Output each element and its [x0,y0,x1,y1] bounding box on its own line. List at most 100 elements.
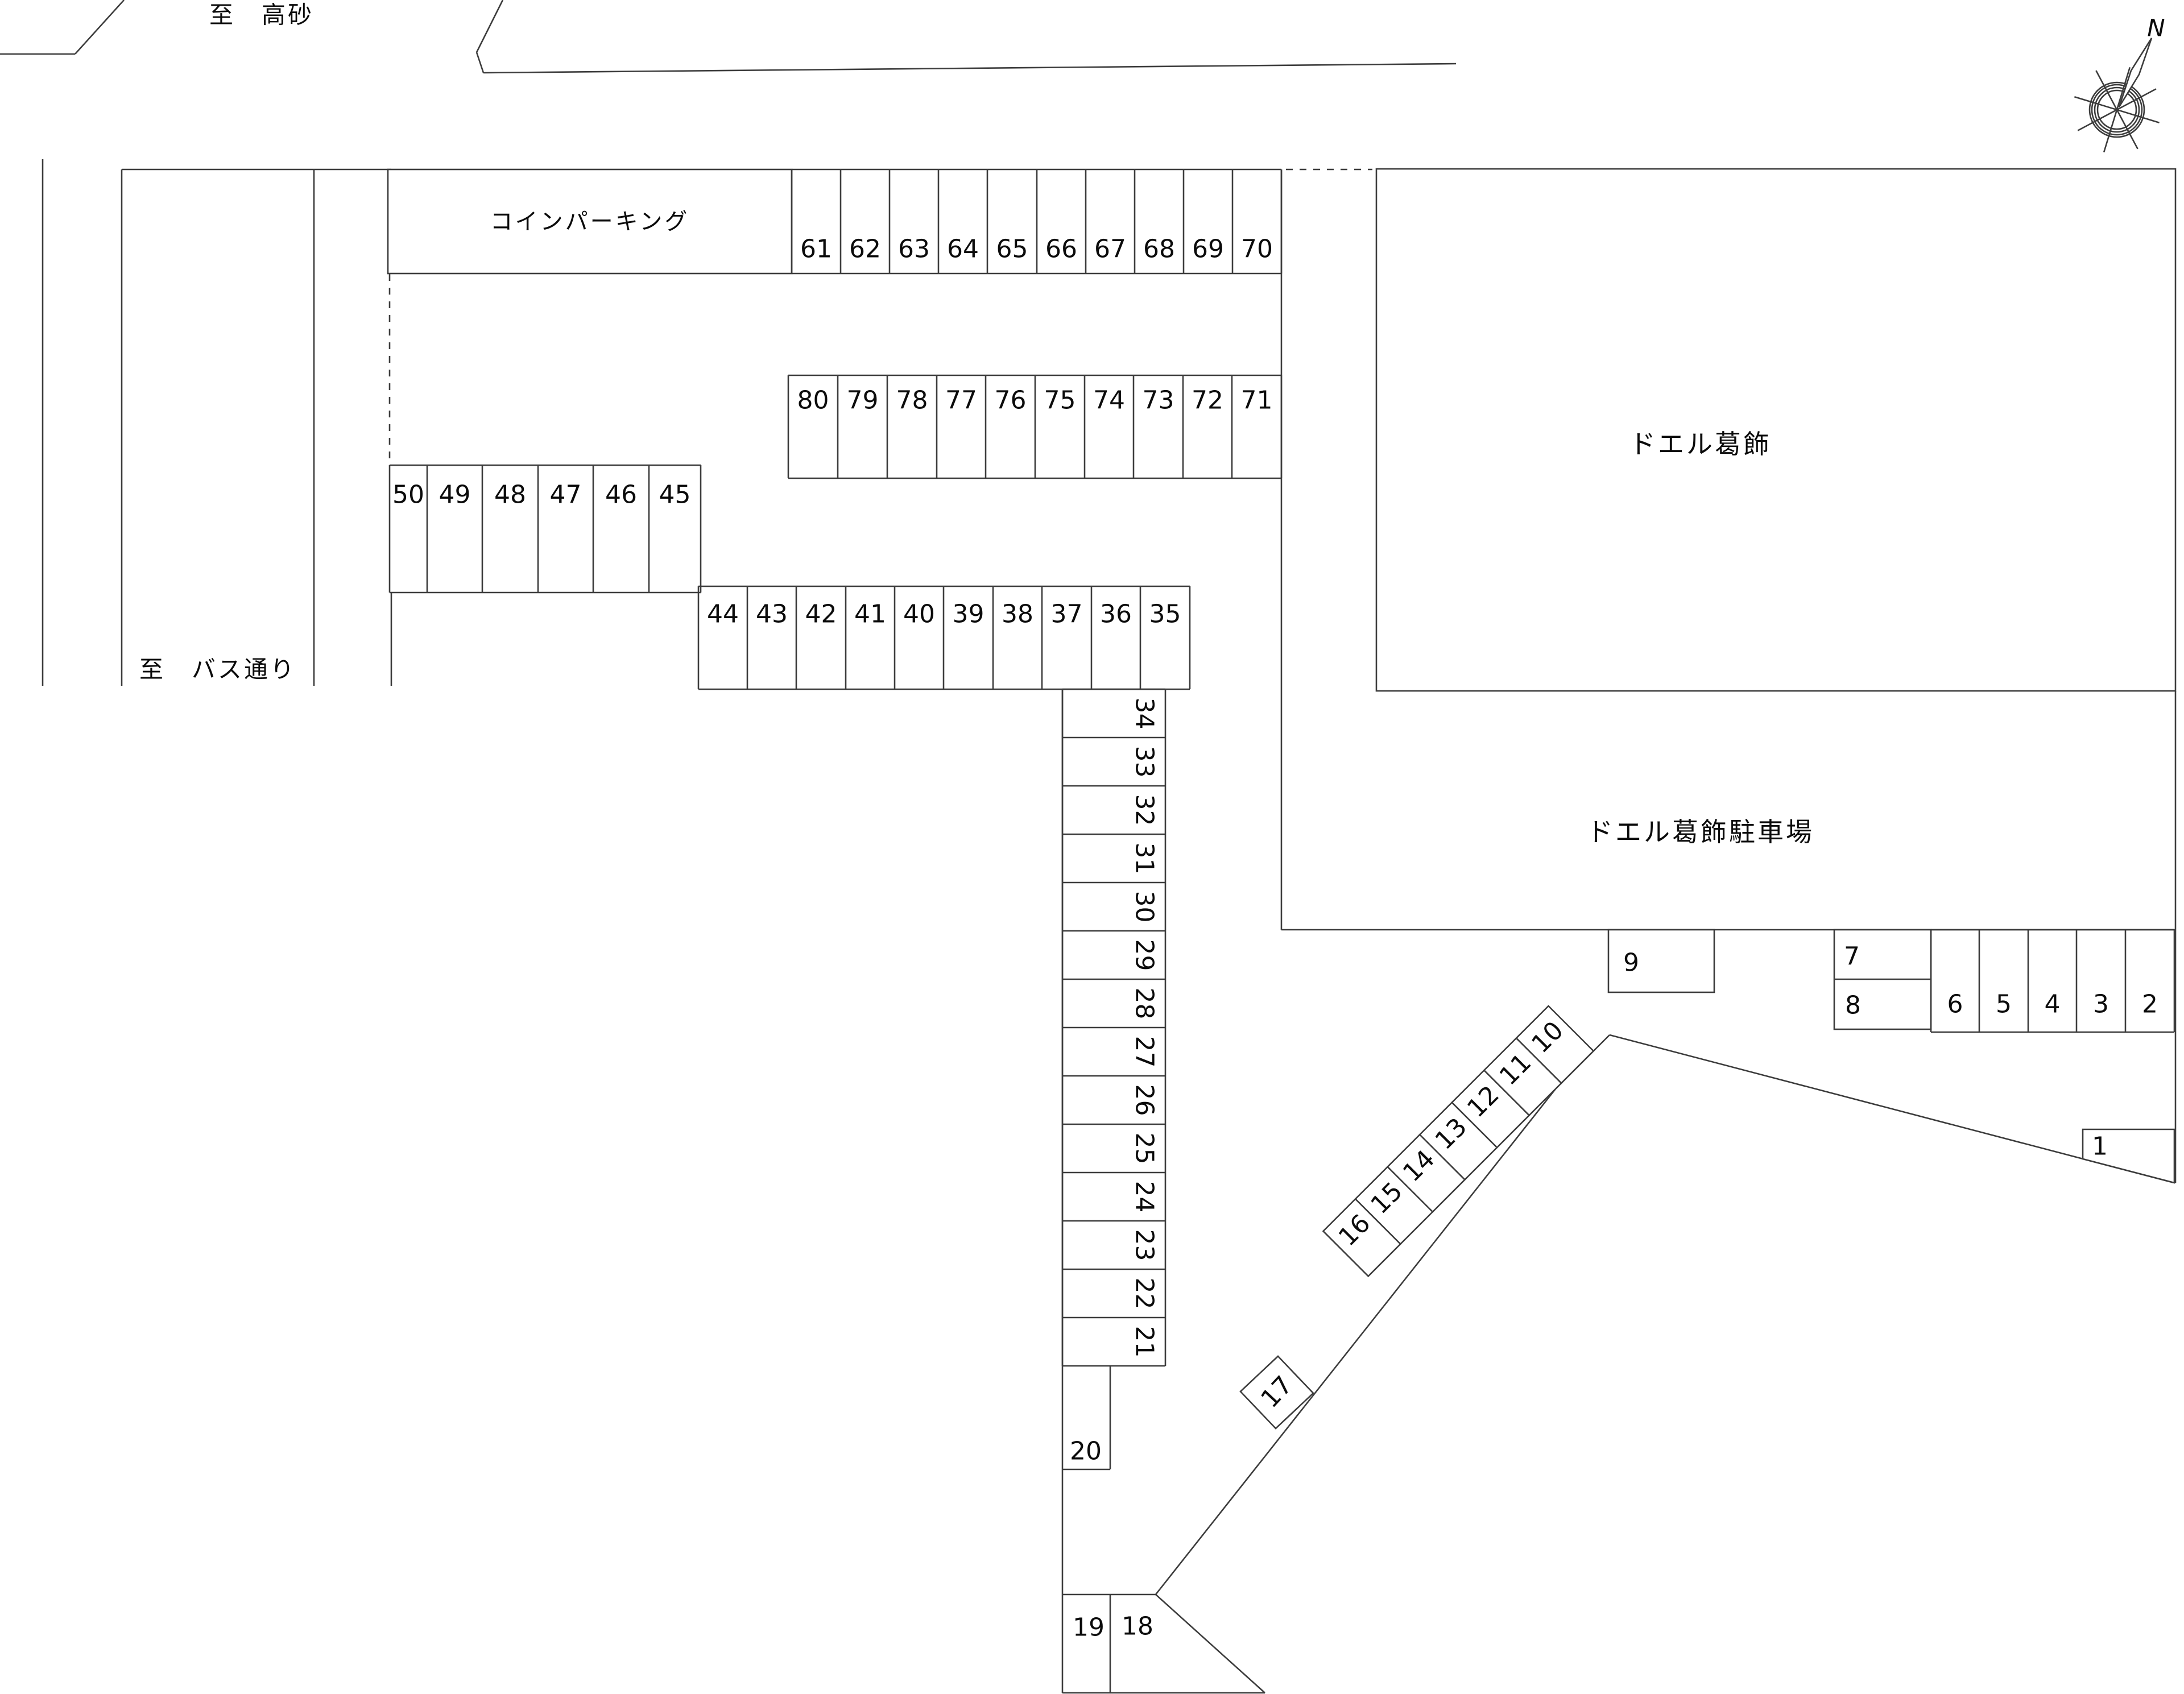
space-label-6: 6 [1947,990,1963,1019]
space-label-24: 24 [1130,1181,1159,1213]
compass-ring [2096,89,2137,130]
space-label-21: 21 [1130,1326,1159,1358]
space-label-7: 7 [1844,942,1860,971]
compass-ring [2091,84,2143,136]
parking-row-80-71: 80 79 78 77 76 75 74 73 72 71 [787,374,1283,479]
space-label-66: 66 [1045,235,1077,264]
space-label-44: 44 [707,600,739,629]
space-label-5: 5 [1996,990,2012,1019]
space-label-74: 74 [1093,386,1125,415]
space-label-32: 32 [1130,794,1159,826]
space-label-70: 70 [1241,235,1273,264]
space-label-9: 9 [1623,949,1639,978]
space-label-46: 46 [605,481,637,510]
compass-ring [2094,86,2140,133]
space-label-47: 47 [550,481,582,510]
compass-north-label: N [2147,14,2165,42]
space-label-22: 22 [1130,1278,1159,1310]
compass-rays [2074,67,2160,152]
driveway-edge-line [1155,1594,1265,1693]
space-label-35: 35 [1149,600,1181,629]
space-label-64: 64 [947,235,979,264]
space-label-39: 39 [953,600,985,629]
parking-space-17-box [1239,1355,1314,1430]
space-label-41: 41 [854,600,886,629]
compass-ring [2088,81,2145,138]
parking-lot-label: ドエル葛飾駐車場 [1587,817,1814,847]
road-label-bus-street: 至 バス通り [139,656,296,684]
space-label-68: 68 [1143,235,1175,264]
space-label-2: 2 [2142,990,2158,1019]
space-label-38: 38 [1002,600,1033,629]
road-line-top [483,63,1457,74]
space-label-76: 76 [995,386,1027,415]
north-needle-icon [2118,38,2153,107]
parking-space-9-box [1607,929,1715,993]
space-label-72: 72 [1192,386,1223,415]
space-label-42: 42 [805,600,837,629]
space-label-8: 8 [1845,991,1861,1020]
space-label-62: 62 [849,235,881,264]
road-label-takasago: 至 高砂 [209,1,314,29]
space-label-50: 50 [392,481,424,510]
space-label-30: 30 [1130,891,1159,923]
space-label-80: 80 [797,386,829,415]
space-label-19: 19 [1073,1613,1105,1642]
site-structures [387,168,2177,1694]
compass-ray [2077,88,2157,131]
space-label-23: 23 [1130,1229,1159,1261]
space-label-43: 43 [756,600,788,629]
space-label-75: 75 [1044,386,1076,415]
space-label-31: 31 [1130,843,1159,875]
building-label: ドエル葛飾 [1629,429,1772,459]
road-line [75,0,125,55]
space-label-20: 20 [1070,1437,1102,1466]
space-label-29: 29 [1130,939,1159,971]
space-label-73: 73 [1143,386,1174,415]
space-label-63: 63 [898,235,930,264]
space-label-67: 67 [1094,235,1126,264]
space-label-1: 1 [2092,1132,2108,1161]
driveway-edge-line [1609,1034,2175,1184]
space-label-45: 45 [659,481,691,510]
compass-rose: N [2074,14,2165,152]
driveway-edge-line [1155,1088,1557,1595]
space-label-40: 40 [903,600,935,629]
space-label-37: 37 [1051,600,1083,629]
driveway-edge-line [1593,1034,1610,1051]
space-label-78: 78 [896,386,928,415]
road-line [475,52,485,73]
space-label-65: 65 [996,235,1028,264]
roads [0,0,1457,686]
building-outline [1375,168,2177,692]
space-label-71: 71 [1241,386,1273,415]
space-label-3: 3 [2093,990,2109,1019]
space-label-27: 27 [1130,1036,1159,1068]
space-label-48: 48 [494,481,526,510]
space-label-69: 69 [1192,235,1224,264]
parking-row-50-45: 50 49 48 47 46 45 [388,464,702,594]
space-label-18: 18 [1122,1612,1153,1641]
space-label-36: 36 [1100,600,1132,629]
road-line [475,0,504,53]
space-label-26: 26 [1130,1084,1159,1116]
space-label-25: 25 [1130,1133,1159,1165]
parking-row-6-2: 6 5 4 3 2 [1930,929,2175,1033]
parking-space-1-box [2082,1128,2175,1184]
space-label-61: 61 [800,235,832,264]
space-label-49: 49 [439,481,471,510]
coin-parking-label: コインパーキング [490,209,690,235]
space-label-28: 28 [1130,988,1159,1020]
space-label-34: 34 [1130,698,1159,730]
space-label-4: 4 [2045,990,2061,1019]
parking-row-61-70: 61 62 63 64 65 66 67 68 69 70 [791,168,1283,275]
parking-row-44-35: 44 43 42 41 40 39 38 37 36 35 [697,585,1191,690]
space-label-77: 77 [945,386,977,415]
space-label-79: 79 [847,386,879,415]
parking-space-16-box [1322,1198,1402,1278]
